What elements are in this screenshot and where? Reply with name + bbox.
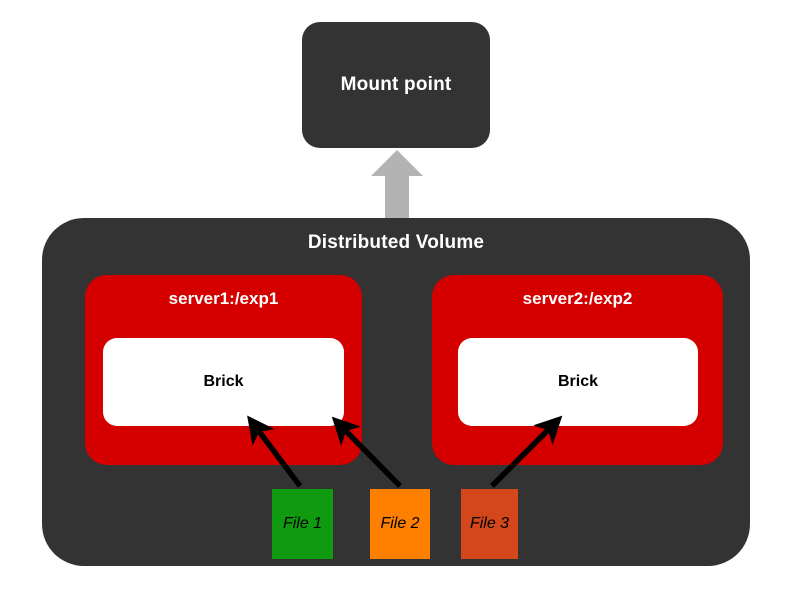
server-label-2: server2:/exp2 <box>522 289 633 308</box>
server-box-1: server1:/exp1 Brick <box>85 275 362 465</box>
distributed-volume-title: Distributed Volume <box>307 232 485 253</box>
file-box-3: File 3 <box>461 489 518 559</box>
brick-box-2: Brick <box>458 338 698 426</box>
distributed-volume-container: Distributed Volume server1:/exp1 Brick s… <box>42 218 750 566</box>
server-label-1: server1:/exp1 <box>168 289 279 308</box>
file-box-2: File 2 <box>370 489 430 559</box>
brick-label-1: Brick <box>203 373 244 390</box>
mount-point-label: Mount point <box>340 74 452 95</box>
server-box-2: server2:/exp2 Brick <box>432 275 723 465</box>
brick-label-2: Brick <box>557 373 599 390</box>
file-label-3: File 3 <box>469 515 510 532</box>
file-label-1: File 1 <box>282 515 323 532</box>
file-label-2: File 2 <box>380 515 420 532</box>
brick-box-1: Brick <box>103 338 344 426</box>
file-box-1: File 1 <box>272 489 333 559</box>
mount-point-box: Mount point <box>302 22 490 148</box>
mount-uplink-arrow-icon <box>371 150 423 222</box>
